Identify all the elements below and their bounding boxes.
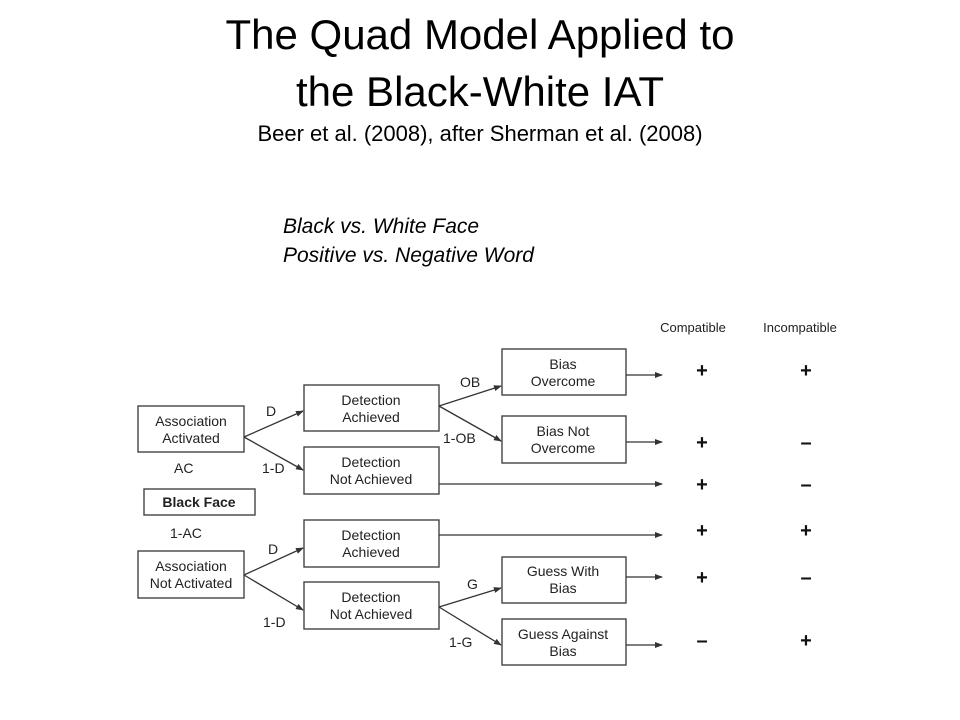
outcome-incompatible-sign: – — [800, 474, 811, 496]
slide-title-line-2: the Black-White IAT — [296, 68, 664, 115]
slide-title-line-1: The Quad Model Applied to — [225, 11, 735, 58]
outcome-compatible-sign: + — [696, 520, 708, 542]
node-text: Not Achieved — [330, 606, 413, 622]
edge-ac-1-d — [243, 436, 304, 471]
edge-label-ac: AC — [174, 460, 193, 476]
edge-ob — [438, 385, 502, 407]
node-text: Guess With — [527, 563, 599, 579]
column-header-incompatible: Incompatible — [763, 320, 837, 335]
stimulus-label-faces: Black vs. White Face — [283, 215, 480, 238]
node-detection-achieved-top: Detection Achieved — [303, 384, 440, 432]
edge-label-d-top: D — [266, 403, 276, 419]
outcome-compatible-sign: + — [696, 360, 708, 382]
edge-1-g — [438, 606, 502, 646]
node-text: Achieved — [342, 544, 400, 560]
node-text: Association — [155, 558, 227, 574]
node-guess-with-bias: Guess With Bias — [501, 556, 627, 604]
node-text: Activated — [162, 430, 220, 446]
edge-label-1-g: 1-G — [449, 634, 472, 650]
node-guess-against-bias: Guess Against Bias — [501, 618, 627, 666]
node-text: Association — [155, 413, 227, 429]
stimulus-label-words: Positive vs. Negative Word — [283, 244, 534, 267]
node-association-activated: Association Activated — [137, 405, 245, 453]
outcome-compatible-sign: + — [696, 474, 708, 496]
node-bias-not-overcome: Bias Not Overcome — [501, 415, 627, 464]
node-black-face-label: Black Face — [162, 494, 235, 510]
outcome-incompatible-sign: + — [800, 360, 812, 382]
outcome-incompatible-sign: – — [800, 432, 811, 454]
edge-g — [438, 587, 502, 608]
edge-ac-d — [243, 410, 304, 438]
node-text: Bias — [549, 643, 576, 659]
node-detection-not-achieved-top: Detection Not Achieved — [303, 446, 440, 495]
node-text: Bias — [549, 580, 576, 596]
edge-label-1-ac: 1-AC — [170, 525, 202, 541]
node-association-not-activated: Association Not Activated — [137, 550, 245, 599]
node-text: Detection — [341, 392, 400, 408]
node-detection-achieved-bottom: Detection Achieved — [303, 519, 440, 568]
edge-label-1-d-bottom: 1-D — [263, 614, 286, 630]
node-text: Overcome — [531, 440, 596, 456]
outcome-incompatible-sign: + — [800, 520, 812, 542]
outcome-compatible-sign: + — [696, 432, 708, 454]
edge-label-g: G — [467, 576, 478, 592]
node-text: Guess Against — [518, 626, 608, 642]
edge-label-ob: OB — [460, 374, 480, 390]
node-text: Detection — [341, 454, 400, 470]
outcome-compatible-sign: + — [696, 567, 708, 589]
edge-label-1-ob: 1-OB — [443, 430, 476, 446]
node-text: Bias — [549, 356, 576, 372]
node-text: Bias Not — [537, 423, 590, 439]
column-header-compatible: Compatible — [660, 320, 726, 335]
node-text: Detection — [341, 527, 400, 543]
edge-nac-d — [243, 547, 304, 576]
edge-nac-1-d — [243, 574, 304, 611]
outcome-incompatible-sign: – — [800, 567, 811, 589]
edge-1-ob — [438, 405, 502, 442]
node-black-face: Black Face — [143, 488, 256, 516]
slide-subtitle: Beer et al. (2008), after Sherman et al.… — [257, 121, 703, 146]
node-detection-not-achieved-bottom: Detection Not Achieved — [303, 581, 440, 630]
node-bias-overcome: Bias Overcome — [501, 348, 627, 396]
node-text: Achieved — [342, 409, 400, 425]
edge-label-d-bottom: D — [268, 541, 278, 557]
node-text: Overcome — [531, 373, 596, 389]
edge-label-1-d-top: 1-D — [262, 460, 285, 476]
outcome-signs: + + + – + – + + + – – + — [696, 360, 812, 652]
outcome-compatible-sign: – — [696, 630, 707, 652]
node-text: Not Activated — [150, 575, 233, 591]
outcome-incompatible-sign: + — [800, 630, 812, 652]
node-text: Detection — [341, 589, 400, 605]
node-text: Not Achieved — [330, 471, 413, 487]
